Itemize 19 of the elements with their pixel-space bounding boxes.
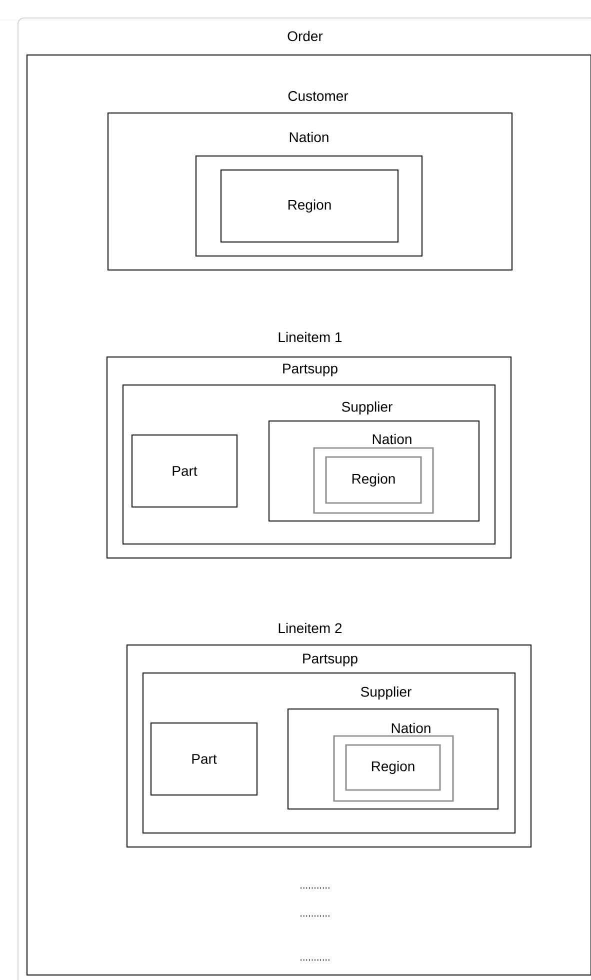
node-label: Lineitem 1 [278, 332, 342, 342]
ellipsis: ........... [300, 959, 330, 961]
node-label: Nation [392, 722, 430, 734]
box: Region [345, 744, 441, 791]
ellipsis: ........... [300, 915, 330, 917]
node-label: Nation [372, 434, 412, 444]
box: Region [325, 456, 422, 504]
node-label: Partsupp [283, 364, 338, 376]
ellipsis: ........... [300, 887, 330, 889]
node-label: Order [288, 30, 323, 42]
box: Region [220, 170, 398, 242]
box: Part [150, 722, 258, 796]
node-label: Partsupp [303, 654, 358, 666]
box: Part [132, 434, 238, 508]
node-label: Supplier [342, 401, 392, 415]
node-label: Nation [290, 132, 328, 142]
node-label: Supplier [360, 686, 412, 700]
node-label: Lineitem 2 [278, 622, 342, 634]
node-label: Customer [288, 91, 348, 101]
